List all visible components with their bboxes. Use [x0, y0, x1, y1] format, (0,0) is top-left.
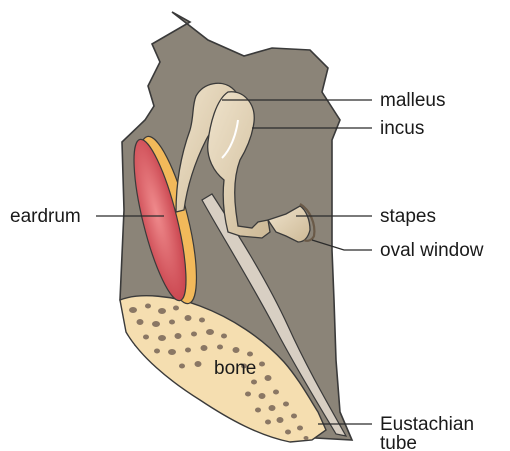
label-incus: incus: [380, 118, 424, 139]
label-eustachian: Eustachian: [380, 414, 474, 435]
label-tube: tube: [380, 433, 417, 451]
label-bone: bone: [214, 358, 256, 379]
label-stapes: stapes: [380, 206, 436, 227]
label-oval-window: oval window: [380, 240, 484, 261]
label-malleus: malleus: [380, 90, 445, 111]
label-eardrum: eardrum: [10, 206, 81, 227]
